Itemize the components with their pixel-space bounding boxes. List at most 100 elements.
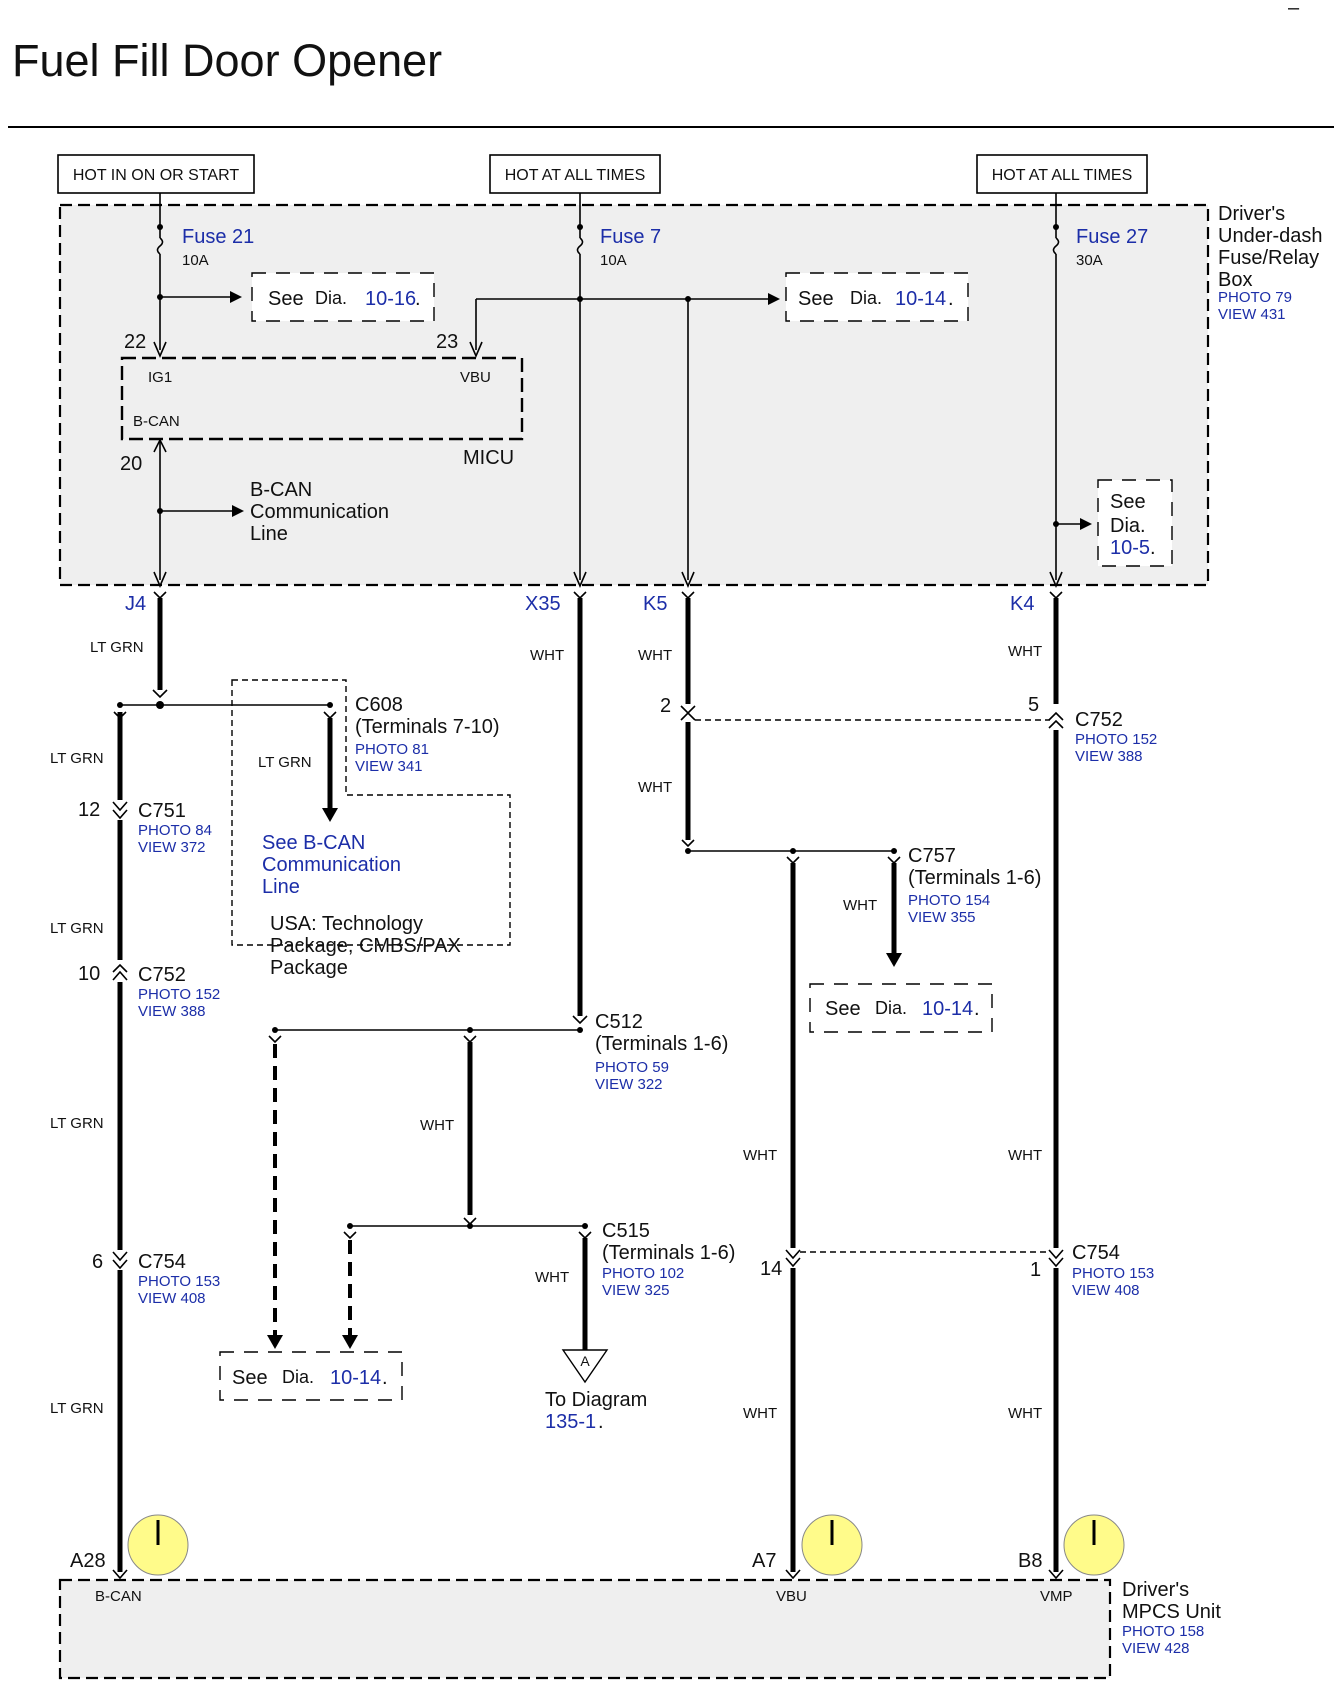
dia-dot: . xyxy=(974,998,980,1020)
dia-label: Dia. xyxy=(1110,515,1146,537)
wire-color-lt-grn: LT GRN xyxy=(50,1115,104,1132)
wire-color-wht: WHT xyxy=(638,647,672,664)
c752-left-name: C752 xyxy=(138,964,186,986)
usa-note-l3: Package xyxy=(270,957,348,979)
c608-terms: (Terminals 7-10) xyxy=(355,716,499,738)
wire-color-lt-grn: LT GRN xyxy=(50,920,104,937)
fuse-27-rating: 30A xyxy=(1076,252,1103,269)
see-dia-10-14-mid[interactable]: See Dia. 10-14 . xyxy=(809,983,993,1033)
c752-right-photo: PHOTO 152 xyxy=(1075,731,1157,748)
micu-pin-23: 23 xyxy=(436,331,458,353)
see-label: See xyxy=(1110,491,1146,513)
see-label: See xyxy=(268,288,304,310)
wire-color-wht: WHT xyxy=(743,1405,777,1422)
fuse-21: Fuse 21 10A xyxy=(153,193,254,359)
timer-icon xyxy=(127,1514,189,1576)
c752-right-pin-k4: 5 xyxy=(1028,694,1039,716)
wire-color-lt-grn: LT GRN xyxy=(90,639,144,656)
c515-view: VIEW 325 xyxy=(602,1282,670,1299)
wire-j4: LT GRN xyxy=(90,591,333,709)
bcan-label-l1: B-CAN xyxy=(250,479,312,501)
micu: IG1 VBU B-CAN 22 23 20 MICU xyxy=(120,331,524,475)
c608-photo: PHOTO 81 xyxy=(355,741,429,758)
see-dia-10-5[interactable]: See Dia. 10-5 . xyxy=(1097,479,1173,567)
c515-photo: PHOTO 102 xyxy=(602,1265,684,1282)
fuse-box-label-l3: Fuse/Relay xyxy=(1218,247,1319,269)
timer-icon xyxy=(1063,1514,1125,1576)
dia-label: Dia. xyxy=(315,288,347,308)
micu-name: MICU xyxy=(463,447,514,469)
micu-pin-20: 20 xyxy=(120,453,142,475)
see-dia-10-16[interactable]: See Dia. 10-16 . xyxy=(251,272,435,322)
dia-ref-10-5: 10-5 xyxy=(1110,537,1150,559)
see-bcan-l2[interactable]: Communication xyxy=(262,854,401,876)
micu-vbu: VBU xyxy=(460,369,491,386)
terminal-x35: X35 xyxy=(525,593,561,615)
wire-color-lt-grn: LT GRN xyxy=(50,1400,104,1417)
fuse-27-name: Fuse 27 xyxy=(1076,226,1148,248)
see-label: See xyxy=(798,288,834,310)
bcan-comm-line: B-CAN Communication Line xyxy=(153,438,389,589)
terminal-k4: K4 xyxy=(1010,593,1034,615)
terminal-j4: J4 xyxy=(125,593,146,615)
see-dia-10-14-lower[interactable]: See Dia. 10-14 . xyxy=(219,1351,403,1401)
c757-photo: PHOTO 154 xyxy=(908,892,990,909)
see-dia-10-14-top[interactable]: See Dia. 10-14 . xyxy=(785,272,969,322)
wire-color-wht: WHT xyxy=(1008,1405,1042,1422)
c754-right-photo: PHOTO 153 xyxy=(1072,1265,1154,1282)
c752-right-name: C752 xyxy=(1075,709,1123,731)
c515-terms: (Terminals 1-6) xyxy=(602,1242,735,1264)
dia-label: Dia. xyxy=(850,288,882,308)
c512-photo: PHOTO 59 xyxy=(595,1059,669,1076)
power-source-hot-all-1: HOT AT ALL TIMES xyxy=(489,154,661,194)
c757-name: C757 xyxy=(908,845,956,867)
c752-right-view: VIEW 388 xyxy=(1075,748,1143,765)
c754-left-photo: PHOTO 153 xyxy=(138,1273,220,1290)
c754-left-view: VIEW 408 xyxy=(138,1290,206,1307)
c512-view: VIEW 322 xyxy=(595,1076,663,1093)
c757-view: VIEW 355 xyxy=(908,909,976,926)
fuse-box-label-l4: Box xyxy=(1218,269,1252,291)
corner-mark: – xyxy=(1288,0,1300,19)
usa-note-l1: USA: Technology xyxy=(270,913,423,935)
fuse-box-label: Driver's Under-dash Fuse/Relay Box PHOTO… xyxy=(1218,203,1323,323)
dia-ref-10-16: 10-16 xyxy=(365,288,416,310)
mpcs-label-l1: Driver's xyxy=(1122,1579,1189,1601)
wire-color-wht: WHT xyxy=(1008,1147,1042,1164)
dia-label: Dia. xyxy=(875,998,907,1018)
power-label-hot-all-1: HOT AT ALL TIMES xyxy=(505,167,646,184)
c751-name: C751 xyxy=(138,800,186,822)
fuse-box-view: VIEW 431 xyxy=(1218,306,1286,323)
dia-label: Dia. xyxy=(282,1367,314,1387)
micu-bcan: B-CAN xyxy=(133,413,180,430)
c752-left-photo: PHOTO 152 xyxy=(138,986,220,1003)
c608-branch: LT GRN C608 (Terminals 7-10) PHOTO 81 VI… xyxy=(231,679,511,979)
dia-dot: . xyxy=(1150,537,1156,559)
c608-name: C608 xyxy=(355,694,403,716)
c512-terms: (Terminals 1-6) xyxy=(595,1033,728,1055)
c752-left-pin: 10 xyxy=(78,963,100,985)
c752-right-pin-k5: 2 xyxy=(660,695,671,717)
c757-terms: (Terminals 1-6) xyxy=(908,867,1041,889)
mpcs-pin-a7: A7 xyxy=(752,1550,776,1572)
terminal-k5: K5 xyxy=(643,593,667,615)
power-source-hot-all-2: HOT AT ALL TIMES xyxy=(976,154,1148,194)
fuse-27: Fuse 27 30A xyxy=(1049,193,1148,589)
wire-color-wht: WHT xyxy=(1008,643,1042,660)
see-label: See xyxy=(825,998,861,1020)
dia-ref-10-14: 10-14 xyxy=(895,288,946,310)
mpcs-pin-b8: B8 xyxy=(1018,1550,1042,1572)
mpcs-view: VIEW 428 xyxy=(1122,1640,1190,1657)
c515-name: C515 xyxy=(602,1220,650,1242)
c754-right-pin-vmp: 1 xyxy=(1030,1259,1041,1281)
wire-color-wht: WHT xyxy=(535,1269,569,1286)
timer-icon xyxy=(801,1514,863,1576)
micu-ig1: IG1 xyxy=(148,369,172,386)
see-bcan-l1[interactable]: See B-CAN xyxy=(262,832,365,854)
c754-left-name: C754 xyxy=(138,1251,186,1273)
see-bcan-l3[interactable]: Line xyxy=(262,876,300,898)
fuse-box-photo: PHOTO 79 xyxy=(1218,289,1292,306)
to-diagram-135-1[interactable]: A To Diagram 135-1 . xyxy=(545,1349,647,1433)
fuse-7: Fuse 7 10A xyxy=(469,193,780,589)
c751-pin: 12 xyxy=(78,799,100,821)
